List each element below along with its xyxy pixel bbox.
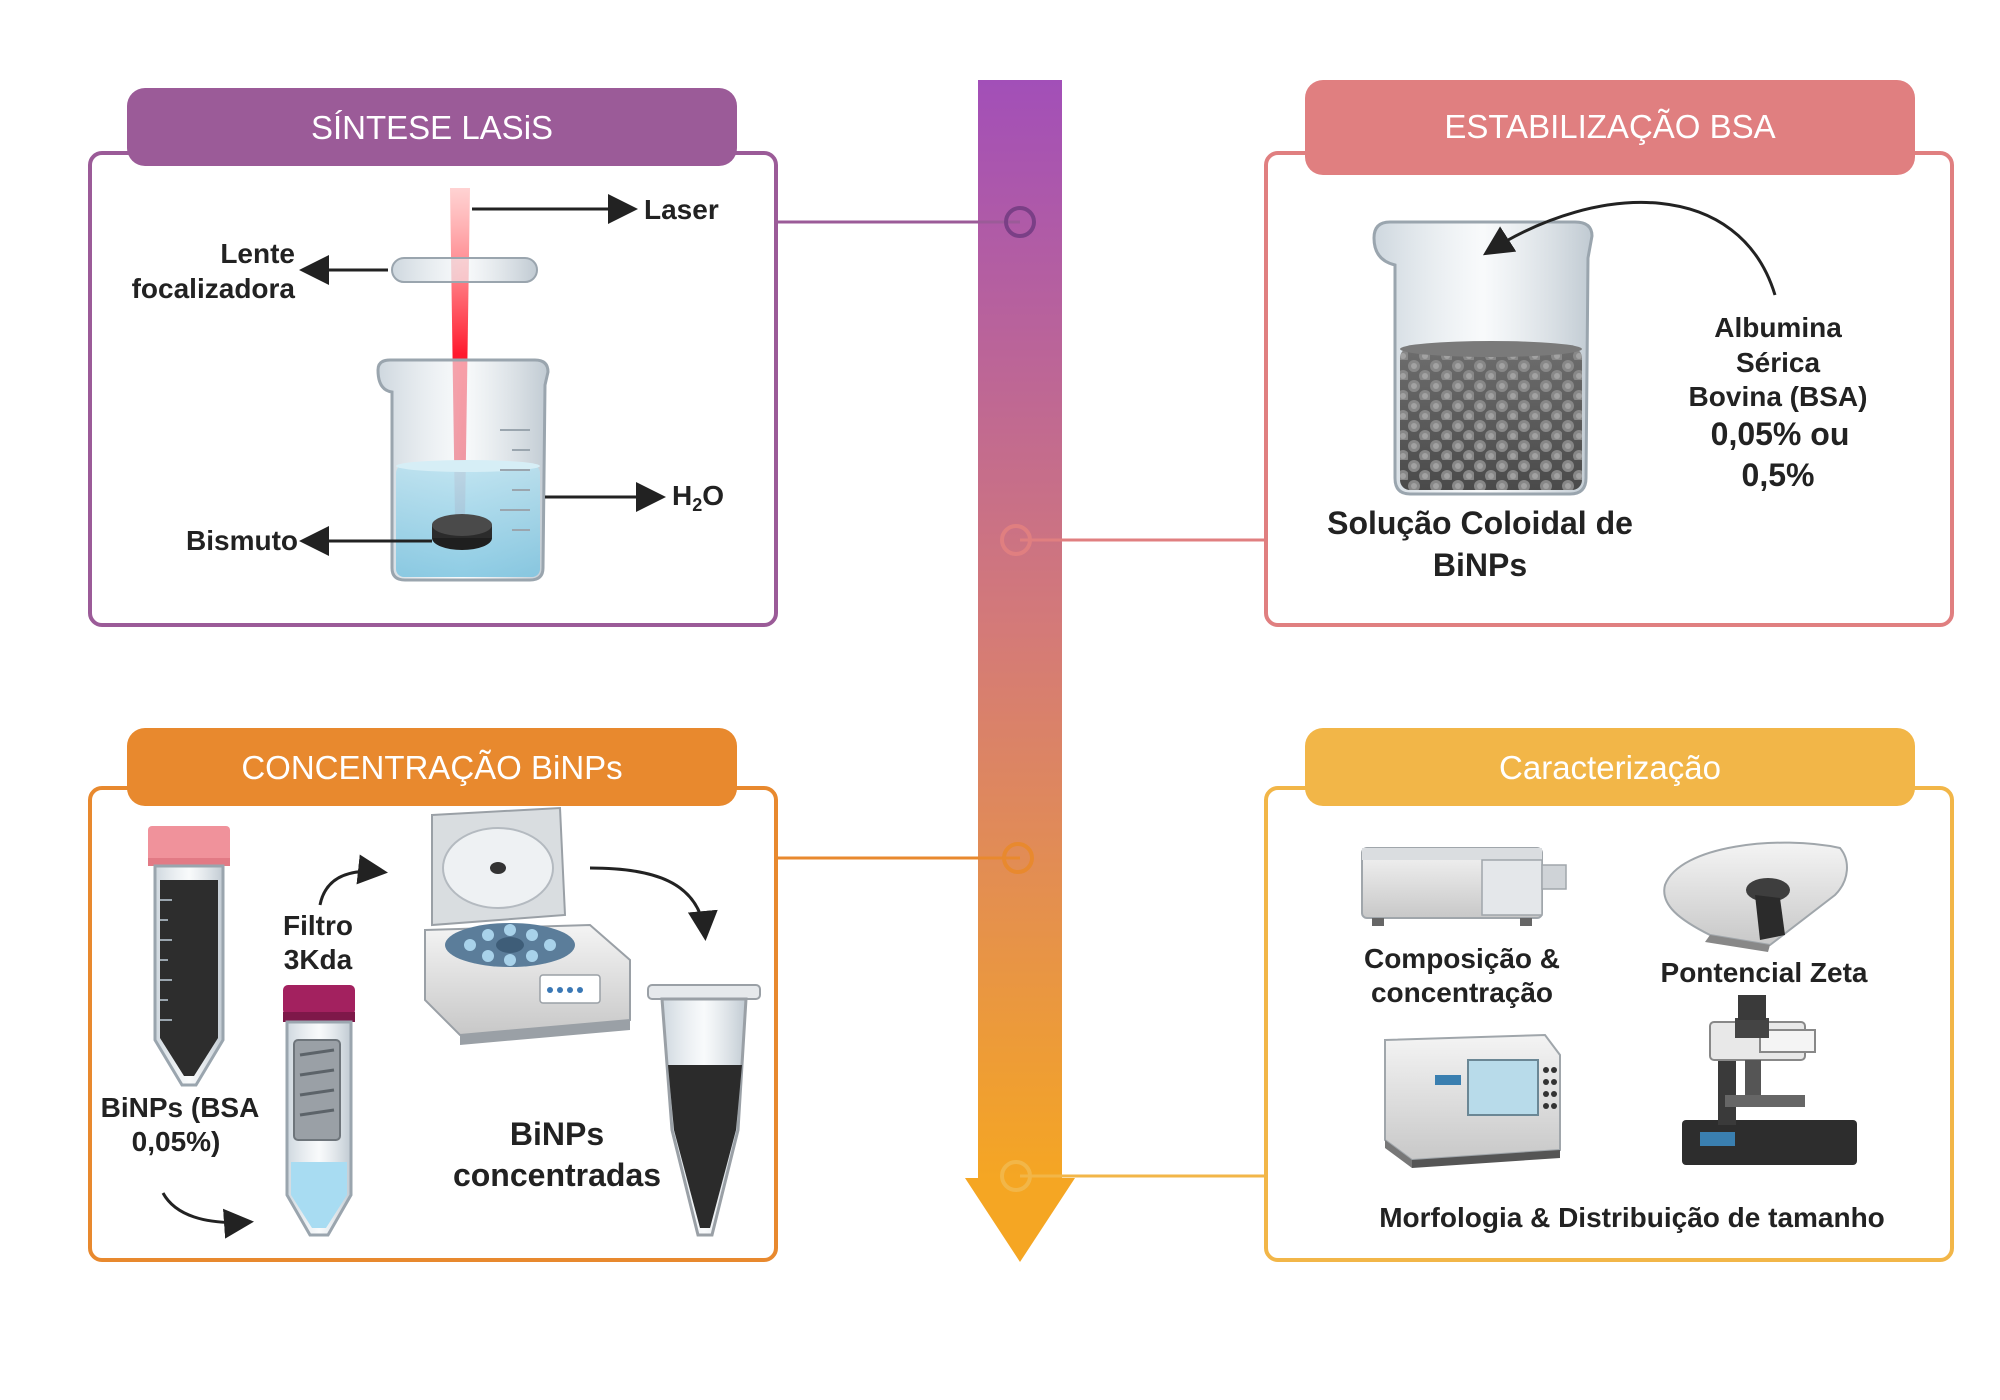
laser-label: Laser (644, 194, 719, 225)
characterization-header (1305, 728, 1915, 806)
lens-label-line1: Lente (220, 238, 295, 269)
result-label-line2: concentradas (453, 1157, 661, 1193)
zeta-analyzer-icon (1663, 841, 1848, 952)
colloid-beaker-icon (1372, 220, 1594, 496)
bismuth-target-icon (432, 514, 492, 550)
composition-label-line2: concentração (1371, 977, 1553, 1008)
colloid-label-line2: BiNPs (1433, 547, 1527, 583)
synthesis-header (127, 88, 737, 166)
electron-microscope-icon (1384, 1033, 1561, 1168)
water-label: H2O (672, 480, 724, 515)
panel-concentration: CONCENTRAÇÃO BiNPs (88, 728, 778, 1262)
timeline (778, 80, 1265, 1262)
spectrophotometer-icon (1361, 847, 1567, 926)
microtube-icon (647, 984, 761, 1237)
timeline-node-1 (1004, 206, 1036, 238)
timeline-node-2 (1000, 524, 1032, 556)
tube-label-line1: BiNPs (BSA (101, 1092, 260, 1123)
colloid-label-line1: Solução Coloidal de (1327, 505, 1633, 541)
panel-synthesis: SÍNTESE LASiS (88, 88, 778, 627)
conical-tube-icon (148, 826, 230, 1087)
stabilization-title: ESTABILIZAÇÃO BSA (1444, 108, 1775, 145)
bsa-label-line2: Sérica (1736, 347, 1820, 378)
synthesis-title: SÍNTESE LASiS (311, 109, 553, 146)
filter-label-line1: Filtro (283, 910, 353, 941)
bismuth-label: Bismuto (186, 525, 298, 556)
lens-icon (391, 257, 538, 283)
afm-microscope-icon (1682, 995, 1857, 1165)
panel-stabilization: ESTABILIZAÇÃO BSA Albumina Sérica Bovina… (1264, 80, 1954, 627)
tube-label-line2: 0,05%) (132, 1126, 221, 1157)
filter-tube-icon (283, 985, 355, 1237)
timeline-node-3 (1002, 842, 1034, 874)
timeline-node-4 (1000, 1160, 1032, 1192)
centrifuge-icon (424, 806, 631, 1045)
concentration-title: CONCENTRAÇÃO BiNPs (241, 749, 622, 786)
bsa-concentration-line2: 0,5% (1742, 457, 1815, 493)
result-label-line1: BiNPs (510, 1116, 604, 1152)
bsa-concentration-line1: 0,05% ou (1711, 416, 1850, 452)
zeta-label: Pontencial Zeta (1661, 957, 1868, 988)
concentration-header (127, 728, 737, 806)
stabilization-header (1305, 80, 1915, 175)
morphology-label: Morfologia & Distribuição de tamanho (1379, 1202, 1885, 1233)
characterization-title: Caracterização (1499, 749, 1721, 786)
lens-label-line2: focalizadora (132, 273, 296, 304)
filter-label-line2: 3Kda (284, 944, 353, 975)
bsa-label-line1: Albumina (1714, 312, 1842, 343)
composition-label-line1: Composição & (1364, 943, 1560, 974)
panel-characterization: Caracterização (1264, 728, 1954, 1262)
bsa-label-line3: Bovina (BSA) (1689, 381, 1868, 412)
